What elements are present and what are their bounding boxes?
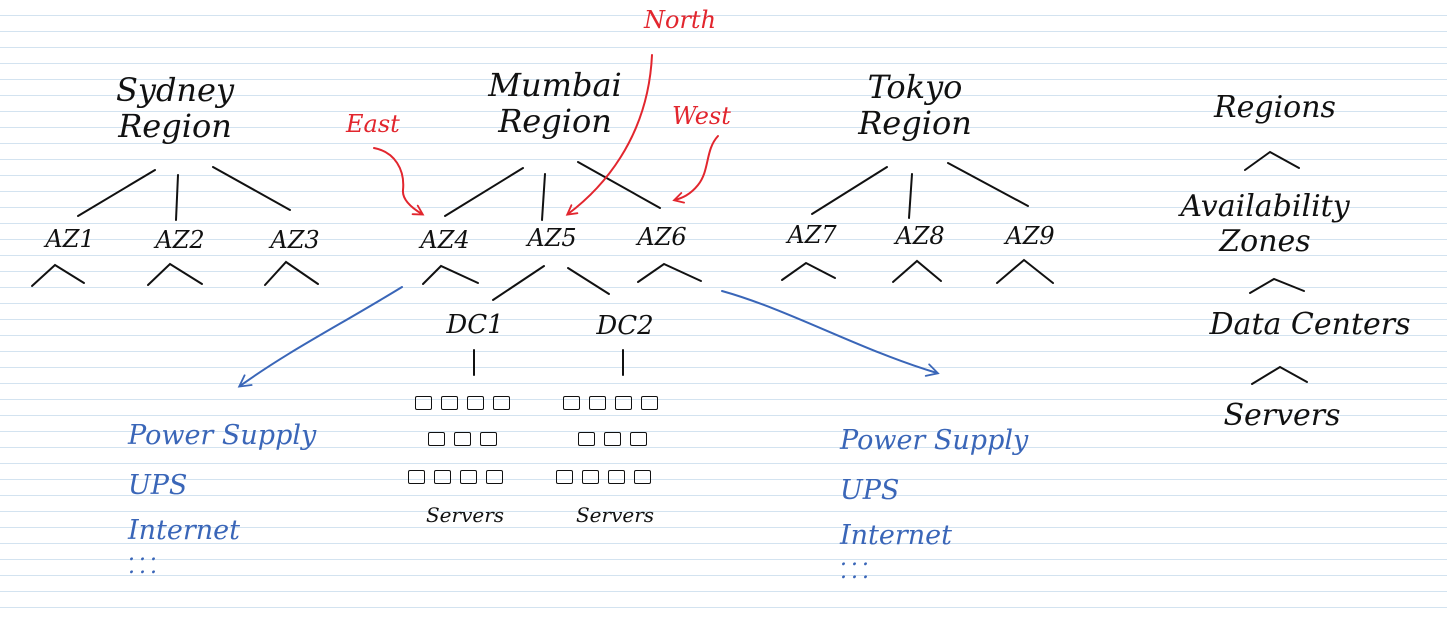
legend-availability-zones: Availability Zones [1180,189,1350,259]
region-name: Tokyo [867,68,963,106]
server-box [563,396,580,410]
dc-2-servers-label: Servers [575,503,655,527]
dc-2: DC2 [596,311,654,341]
infra-item: Power Supply [128,420,317,451]
infra-item: ... [128,553,161,579]
az-5: AZ5 [527,224,577,252]
legend-servers: Servers [1223,398,1341,433]
north-label: North [644,6,717,34]
infra-item: ... [840,558,873,584]
server-box [434,470,451,484]
az-3: AZ3 [270,226,320,254]
region-name: Mumbai [488,66,622,104]
region-sydney: Sydney Region [90,71,260,145]
region-name: Sydney [115,71,235,109]
region-label: Region [498,101,612,140]
region-label: Region [858,103,972,142]
az-wedges [31,258,1054,287]
server-box [578,432,595,446]
server-box [608,470,625,484]
server-box [467,396,484,410]
infra-item: UPS [128,470,188,502]
server-box [641,396,658,410]
server-box [615,396,632,410]
server-box [604,432,621,446]
az-4: AZ4 [420,226,470,254]
infra-item: Internet [128,514,241,546]
az-1: AZ1 [45,225,95,253]
region-mumbai: Mumbai Region [470,66,640,140]
sydney-branches [77,166,291,221]
server-box [582,470,599,484]
legend-regions: Regions [1214,90,1336,125]
infrastructure-list-left: Power Supply UPS Internet ... ... [128,420,316,580]
region-label: Region [118,106,232,145]
tokyo-branches [811,162,1029,219]
server-box [454,432,471,446]
legend-wedges [1244,150,1308,385]
mumbai-branches [444,161,661,221]
az-8: AZ8 [895,222,945,250]
server-box [415,396,432,410]
az-7: AZ7 [787,221,837,249]
az5-dc-lines [473,265,624,376]
server-box [486,470,503,484]
east-label: East [346,110,400,138]
server-box [460,470,477,484]
server-box [493,396,510,410]
server-box [630,432,647,446]
infra-item: Power Supply [840,425,1029,456]
infrastructure-arrows [237,286,940,388]
west-label: West [672,102,731,130]
server-box [428,432,445,446]
infra-item: ... [840,546,873,572]
az-6: AZ6 [637,223,687,251]
server-box [441,396,458,410]
server-box [408,470,425,484]
direction-arrows [373,54,719,216]
dc-1-servers-label: Servers [425,503,505,527]
infrastructure-list-right: Power Supply UPS Internet ... ... [840,425,1028,585]
infra-item: UPS [840,475,900,507]
az-9: AZ9 [1005,222,1055,250]
az-2: AZ2 [155,226,205,254]
server-box [480,432,497,446]
infra-item: ... [128,541,161,567]
server-box [589,396,606,410]
infra-item: Internet [840,519,953,551]
legend-data-centers: Data Centers [1209,307,1411,342]
dc-1: DC1 [446,310,504,340]
server-box [556,470,573,484]
region-tokyo: Tokyo Region [830,68,1000,142]
server-box [634,470,651,484]
